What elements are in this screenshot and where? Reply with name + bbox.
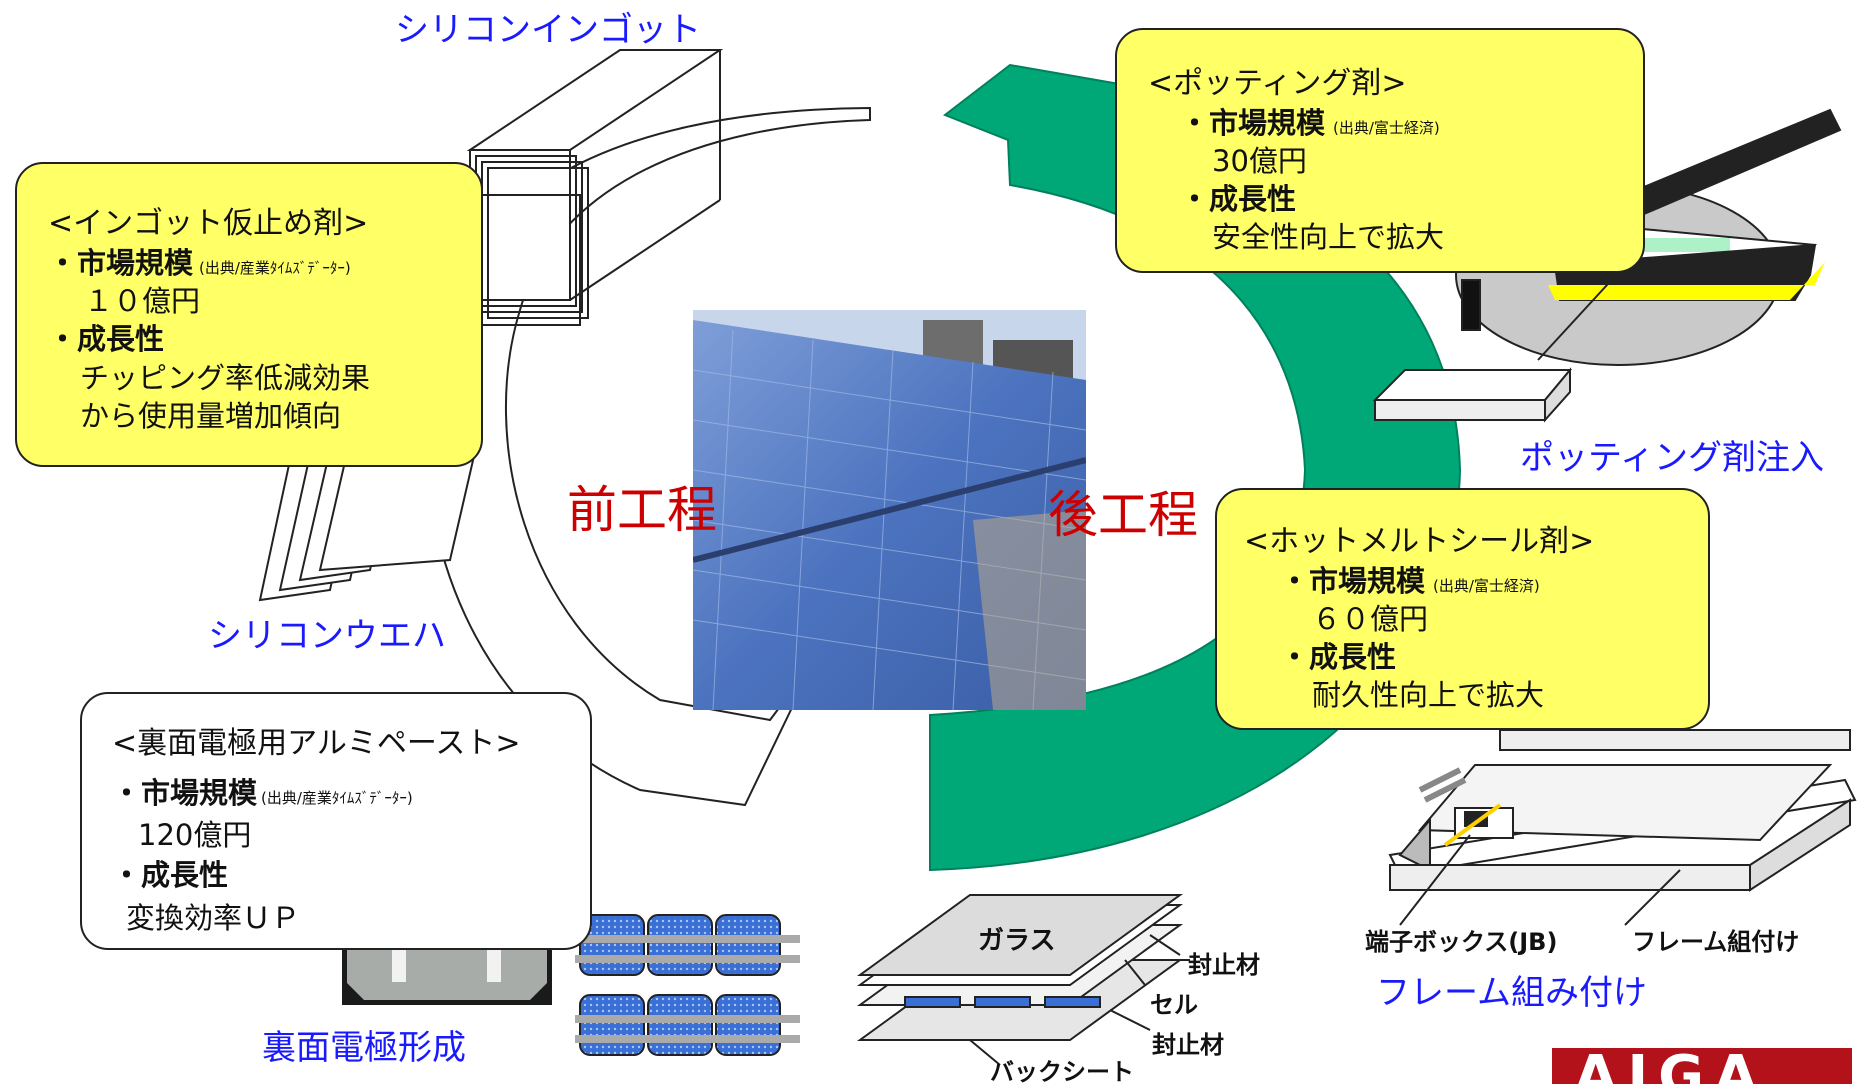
frame-assembly-drawing — [1388, 729, 1857, 926]
label-back-sheet: バックシート — [990, 1058, 1134, 1086]
potting-agent-callout — [1115, 28, 1645, 273]
hotmelt-sealant-callout — [1215, 488, 1710, 730]
solar-cell-grid — [575, 914, 800, 1056]
ingot-adhesive-callout — [15, 162, 483, 467]
potting-growth-line1: 安全性向上で拡大 — [1212, 220, 1445, 254]
label-frame-assembly: フレーム組み付け — [1376, 973, 1647, 1013]
label-cell: セル — [1150, 991, 1198, 1019]
hotmelt-growth-label: ・成長性 — [1280, 640, 1397, 674]
ingot-market-source: (出典/産業ﾀｲﾑｽﾞﾃﾞｰﾀｰ) — [199, 259, 351, 277]
hotmelt-market-value: ６０億円 — [1312, 602, 1429, 636]
label-potting-injection: ポッティング剤注入 — [1520, 438, 1824, 478]
module-laminate-drawing — [856, 894, 1190, 1066]
potting-market-value: 30億円 — [1212, 144, 1307, 178]
label-sealant-top: 封止材 — [1188, 951, 1260, 979]
ingot-market-label: ・市場規模 (出典/産業ﾀｲﾑｽﾞﾃﾞｰﾀｰ) — [48, 240, 351, 282]
aluminum-market-value: 120億円 — [138, 818, 252, 852]
label-frame-attach: フレーム組付け — [1632, 928, 1800, 956]
potting-market-label-text: ・市場規模 — [1180, 106, 1326, 140]
ingot-growth-label: ・成長性 — [48, 322, 165, 356]
ingot-box-title: <インゴット仮止め剤> — [48, 206, 369, 241]
aluminum-growth-line1: 変換効率ＵＰ — [126, 901, 301, 935]
aluminum-market-source: (出典/産業ﾀｲﾑｽﾞﾃﾞｰﾀｰ) — [261, 789, 413, 807]
hotmelt-market-label-text: ・市場規模 — [1280, 564, 1426, 598]
hotmelt-market-source: (出典/富士経済) — [1433, 577, 1540, 595]
solar-panel-photo-art — [693, 310, 1086, 710]
label-front-process: 前工程 — [567, 481, 717, 539]
potting-market-label: ・市場規模 (出典/富士経済) — [1180, 100, 1440, 142]
potting-market-source: (出典/富士経済) — [1333, 119, 1440, 137]
ingot-market-label-text: ・市場規模 — [48, 246, 194, 280]
hotmelt-growth-line1: 耐久性向上で拡大 — [1312, 678, 1545, 712]
aluminum-paste-callout — [80, 692, 592, 950]
aluminum-growth-label: ・成長性 — [112, 858, 229, 892]
label-back-process: 後工程 — [1048, 486, 1198, 544]
hotmelt-box-title: <ホットメルトシール剤> — [1244, 524, 1595, 559]
label-glass: ガラス — [978, 926, 1056, 956]
potting-box-title: <ポッティング剤> — [1148, 66, 1407, 101]
hotmelt-market-label: ・市場規模 (出典/富士経済) — [1280, 558, 1540, 600]
aluminum-market-label: ・市場規模(出典/産業ﾀｲﾑｽﾞﾃﾞｰﾀｰ) — [112, 770, 413, 812]
solar-panel-photo — [693, 310, 1086, 710]
ingot-growth-line2: から使用量増加傾向 — [80, 399, 342, 433]
aluminum-market-label-text: ・市場規模 — [112, 776, 258, 810]
label-silicon-ingot: シリコンインゴット — [395, 10, 701, 50]
ingot-growth-line1: チッピング率低減効果 — [80, 361, 371, 395]
potting-growth-label: ・成長性 — [1180, 182, 1297, 216]
label-silicon-wafer: シリコンウエハ — [208, 616, 446, 656]
label-sealant-bottom: 封止材 — [1152, 1031, 1224, 1059]
label-junction-box: 端子ボックス(JB) — [1365, 928, 1558, 956]
company-logo-text: AIGA — [1574, 1048, 1768, 1084]
silicon-ingot-drawing — [429, 49, 724, 326]
label-back-electrode-forming: 裏面電極形成 — [262, 1028, 466, 1068]
ingot-market-value: １０億円 — [84, 284, 201, 318]
aluminum-box-title: <裏面電極用アルミペースト> — [112, 726, 521, 761]
company-logo: AIGA — [1552, 1048, 1852, 1084]
